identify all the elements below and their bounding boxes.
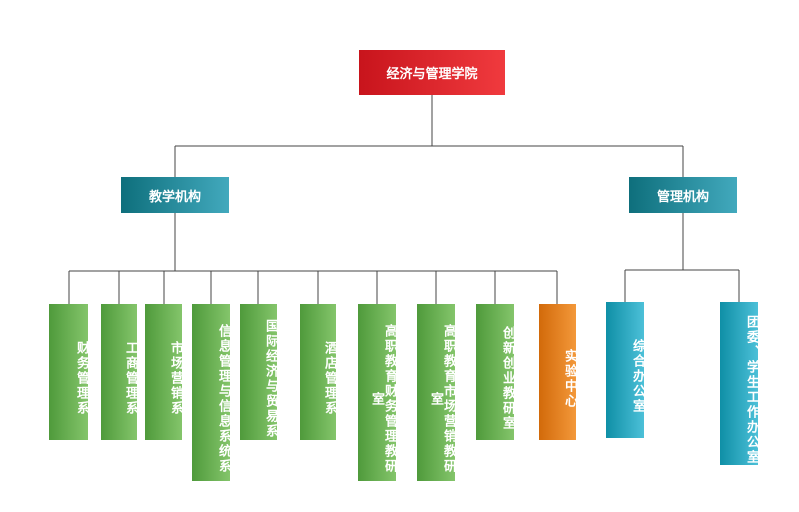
leaf-node: 高职教育财务管理教研室: [358, 304, 397, 481]
leaf-label: 信息管理与信息系统系: [216, 324, 231, 474]
leaf-node: 创新创业教研室: [476, 304, 515, 440]
leaf-label: 工商管理系: [123, 341, 138, 416]
leaf-label: 高职教育市场营销教研室: [428, 324, 456, 474]
leaf-label: 酒店管理系: [322, 341, 337, 416]
leaf-label: 财务管理系: [74, 341, 89, 416]
leaf-node: 综合办公室: [606, 302, 645, 438]
leaf-node: 财务管理系: [49, 304, 89, 440]
leaf-node: 团委、学生工作办公室: [720, 302, 759, 465]
leaf-label: 市场营销系: [168, 341, 183, 416]
branch-teaching-node: 教学机构: [121, 177, 229, 213]
leaf-label: 创新创业教研室: [500, 326, 515, 431]
leaf-node: 实验中心: [539, 304, 577, 440]
leaf-label: 实验中心: [562, 348, 577, 409]
org-root-node: 经济与管理学院: [359, 50, 505, 95]
leaf-node: 酒店管理系: [300, 304, 337, 440]
leaf-node: 国际经济与贸易系: [240, 304, 278, 440]
branch-management-label: 管理机构: [656, 189, 709, 205]
leaf-node: 高职教育市场营销教研室: [417, 304, 456, 481]
branch-management-node: 管理机构: [629, 177, 737, 213]
leaf-label: 高职教育财务管理教研室: [369, 324, 397, 474]
leaf-label: 国际经济与贸易系: [263, 318, 278, 439]
leaf-node: 工商管理系: [101, 304, 138, 440]
leaf-label: 团委、学生工作办公室: [744, 315, 759, 465]
leaf-node: 市场营销系: [145, 304, 183, 440]
branch-teaching-label: 教学机构: [148, 189, 201, 205]
org-root-label: 经济与管理学院: [386, 67, 478, 82]
leaf-node: 信息管理与信息系统系: [192, 304, 231, 481]
leaf-label: 综合办公室: [630, 339, 645, 414]
